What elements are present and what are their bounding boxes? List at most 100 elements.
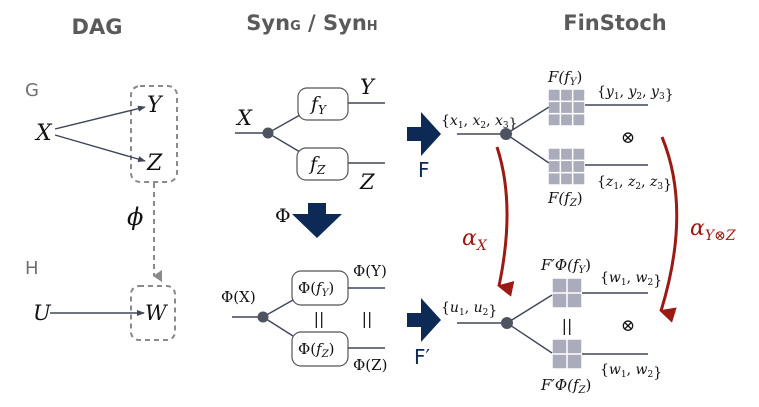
syn-bottom-equals-outputs: || bbox=[362, 309, 373, 328]
set-z-brace-close: } bbox=[663, 177, 672, 193]
finstoch-bottom-branch-y bbox=[506, 294, 553, 324]
matrix-f-fz bbox=[548, 148, 585, 185]
header-syn-g-sub: G bbox=[290, 19, 301, 34]
header-syn-g: Syn bbox=[246, 11, 290, 35]
functor-phi-label: Φ bbox=[275, 205, 291, 227]
set-x-elem: x bbox=[450, 113, 458, 129]
set-x-elem: x bbox=[472, 113, 480, 129]
set-w-top-elem: w bbox=[636, 270, 648, 286]
matrix-cell bbox=[561, 89, 572, 101]
set-z-elem-index: 1 bbox=[613, 182, 619, 192]
matrix-fprime-phi-fz-label: F′Φ(fZ) bbox=[540, 376, 591, 396]
syn-top-diagram: X fY fZ Y Z bbox=[235, 75, 385, 194]
matrix-cell bbox=[573, 102, 585, 113]
header-syn-h-sub: H bbox=[367, 19, 378, 34]
matrix-cell bbox=[567, 339, 582, 354]
matrix-cell bbox=[567, 278, 582, 293]
set-z-elem-index: 2 bbox=[635, 182, 641, 192]
finstoch-bottom-diagram: {u1, u2} F′Φ(fY) F′Φ(fZ) {w1, w2} {w1, w… bbox=[441, 256, 662, 396]
header-syn: SynG / SynH bbox=[246, 11, 377, 35]
matrix-cell bbox=[552, 339, 567, 354]
set-u-brace-close: } bbox=[488, 303, 497, 319]
set-y-brace-open: { bbox=[597, 84, 606, 100]
set-y-elem: y bbox=[627, 84, 637, 100]
functor-f-prime-label: F′ bbox=[414, 345, 431, 369]
syn-top-input-x: X bbox=[235, 106, 253, 130]
functor-f-prime-arrow bbox=[407, 298, 441, 342]
finstoch-bottom-equals: || bbox=[562, 316, 573, 335]
matrix-cell bbox=[573, 89, 585, 101]
header-syn-h: Syn bbox=[323, 11, 367, 35]
syn-box-fz bbox=[296, 147, 349, 181]
set-u-elem-index: 2 bbox=[483, 308, 489, 318]
syn-box-phi-fz bbox=[291, 331, 349, 367]
set-z-elem: z bbox=[627, 174, 636, 190]
matrix-cell bbox=[567, 293, 582, 308]
syn-box-fy-label: fY bbox=[309, 93, 327, 117]
syn-bottom-out-z: Φ(Z) bbox=[353, 356, 387, 374]
set-z-elem: z bbox=[649, 174, 658, 190]
set-w-bottom-brace-close: } bbox=[653, 365, 662, 381]
finstoch-bottom-input-set: {u1, u2} bbox=[441, 300, 497, 319]
set-y-elem-index: 2 bbox=[636, 92, 642, 102]
finstoch-top-diagram: {x1, x2, x3} F(fY) F(fZ) {y1, y2, y3} { z… bbox=[441, 68, 674, 209]
matrix-cell bbox=[548, 161, 560, 172]
matrix-cell bbox=[552, 293, 567, 308]
matrix-f-fz-label: F(fZ) bbox=[547, 189, 583, 209]
set-w-bottom-elem: w bbox=[636, 362, 648, 378]
syn-bottom-branch-y bbox=[262, 299, 294, 318]
finstoch-top-input-set: {x1, x2, x3} bbox=[441, 113, 518, 132]
finstoch-bottom-branch-z bbox=[506, 322, 553, 354]
set-u-brace-open: { bbox=[441, 300, 450, 316]
syn-top-copy-node bbox=[262, 127, 274, 139]
set-w-top-elem-index: 2 bbox=[648, 278, 654, 288]
set-x-elem-index: 3 bbox=[503, 121, 509, 131]
set-z-brace-open: { bbox=[597, 174, 606, 190]
set-u-elem: u bbox=[474, 300, 483, 316]
finstoch-top-tensor: ⊗ bbox=[621, 128, 635, 148]
matrix-cell bbox=[573, 148, 585, 160]
dag-edge-x-z bbox=[54, 134, 146, 162]
set-w-bottom-elem-index: 1 bbox=[621, 370, 627, 380]
matrix-cell bbox=[548, 173, 560, 185]
syn-box-phi-fz-label: Φ(fZ) bbox=[298, 340, 335, 360]
alpha-x-arrow bbox=[495, 146, 515, 297]
finstoch-bottom-tensor: ⊗ bbox=[621, 316, 635, 336]
set-x-elem: x bbox=[495, 113, 503, 129]
syn-box-fy bbox=[297, 87, 349, 121]
set-y-elem: y bbox=[605, 84, 615, 100]
matrix-cell bbox=[561, 114, 572, 126]
finstoch-top-out-z-set: {z1, z2, z3} bbox=[597, 174, 672, 193]
syn-top-branch-y bbox=[267, 114, 301, 134]
dag-edge-x-y bbox=[54, 105, 146, 130]
matrix-cell bbox=[548, 148, 560, 160]
set-w-bottom-brace-open: { bbox=[600, 362, 609, 378]
matrix-cell bbox=[548, 89, 560, 101]
finstoch-bottom-copy-node bbox=[501, 317, 513, 329]
dag-node-x: X bbox=[34, 121, 53, 146]
set-y-brace-close: } bbox=[665, 87, 674, 103]
dag-graph-h: H U W bbox=[25, 258, 176, 341]
functor-f-label: F bbox=[418, 158, 430, 182]
set-w-top-elem-index: 1 bbox=[621, 278, 627, 288]
header-syn-sep: / bbox=[301, 11, 323, 35]
finstoch-bottom-out-y-set: {w1, w2} bbox=[600, 270, 662, 289]
graph-g-label: G bbox=[25, 80, 39, 101]
header-dag: DAG bbox=[72, 15, 123, 39]
matrix-f-fy-label: F(fY) bbox=[547, 68, 582, 88]
matrix-cell bbox=[548, 102, 560, 113]
set-x-brace-close: } bbox=[509, 116, 518, 132]
dag-node-w: W bbox=[145, 301, 169, 325]
syn-box-phi-fy-label: Φ(fY) bbox=[298, 279, 334, 299]
syn-box-fz-label: fZ bbox=[308, 153, 326, 177]
dag-g-group-box bbox=[130, 85, 178, 183]
alpha-x-label: αX bbox=[462, 226, 488, 254]
set-w-top-elem: w bbox=[609, 270, 621, 286]
finstoch-top-copy-node bbox=[500, 128, 512, 140]
finstoch-top-out-y-set: {y1, y2, y3} bbox=[597, 84, 674, 103]
matrix-cell bbox=[561, 173, 572, 185]
set-x-brace-open: { bbox=[441, 113, 450, 129]
set-x-elem-index: 2 bbox=[480, 121, 486, 131]
header-finstoch: FinStoch bbox=[563, 11, 666, 35]
